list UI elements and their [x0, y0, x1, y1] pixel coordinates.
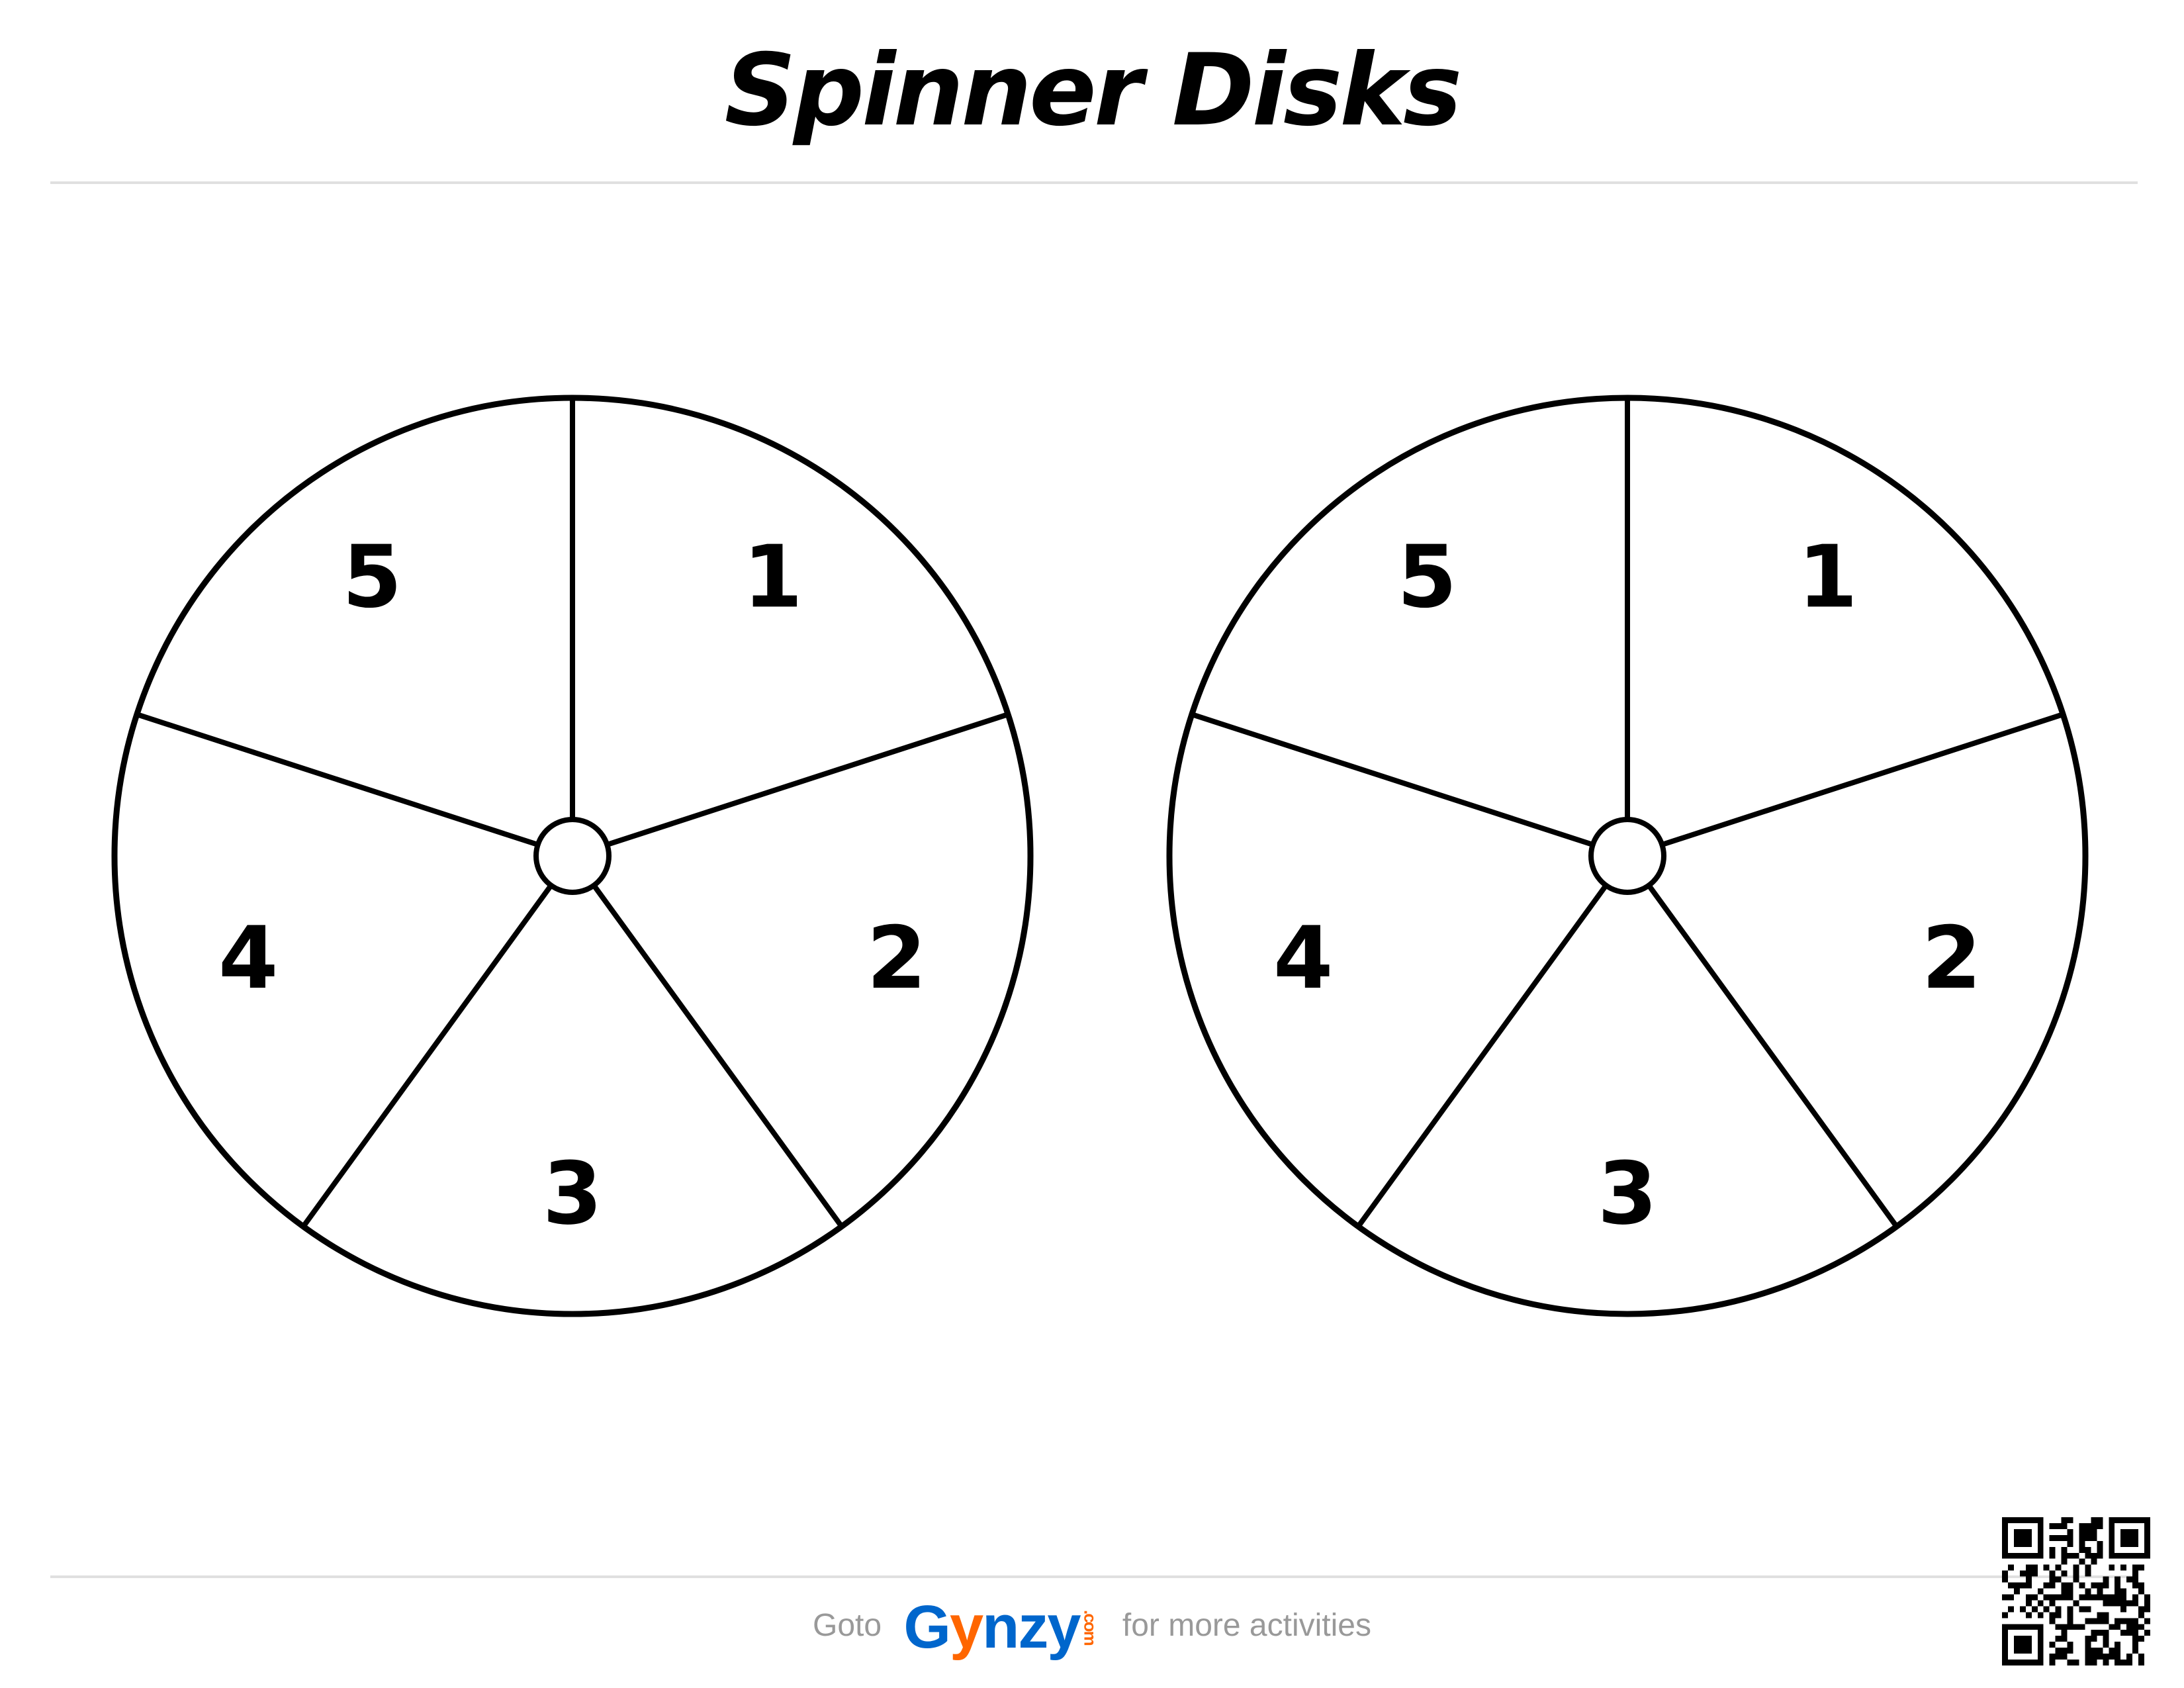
logo-com: .com: [1080, 1610, 1101, 1646]
segment-divider: [136, 712, 539, 847]
segment-divider: [1356, 884, 1608, 1229]
spinner-disk: 1 2 3 4 5: [111, 395, 1034, 1317]
segment-divider: [1647, 884, 1899, 1229]
segment-divider: [592, 884, 844, 1229]
logo-g: G: [903, 1593, 951, 1662]
footer: Goto Gynzy.com for more activities: [0, 1589, 2184, 1662]
segment-divider: [606, 712, 1009, 847]
segment-label: 4: [218, 908, 278, 1008]
segment-label: 1: [743, 526, 802, 627]
segment-label: 3: [1598, 1143, 1657, 1244]
segment-divider: [1191, 712, 1594, 847]
logo-rest: nzy: [982, 1593, 1081, 1662]
spinner-disk: 1 2 3 4 5: [1166, 395, 2089, 1317]
footer-suffix: for more activities: [1122, 1608, 1371, 1644]
segment-divider: [301, 884, 553, 1229]
qr-code: [2002, 1517, 2150, 1665]
segment-label: 1: [1797, 526, 1857, 627]
spinner-hub[interactable]: [533, 817, 612, 895]
header-divider: [50, 181, 2138, 184]
segment-label: 4: [1273, 908, 1333, 1008]
footer-divider: [50, 1575, 2138, 1578]
segment-label: 5: [342, 526, 402, 627]
gynzy-logo[interactable]: Gynzy.com: [903, 1589, 1101, 1661]
segment-label: 3: [543, 1143, 602, 1244]
segment-divider: [1661, 712, 2064, 847]
segment-label: 2: [867, 908, 927, 1008]
logo-y: y: [949, 1593, 983, 1662]
spinner-hub[interactable]: [1588, 817, 1666, 895]
segment-label: 5: [1397, 526, 1457, 627]
page-title: Spinner Disks: [724, 33, 1463, 148]
footer-prefix: Goto: [813, 1608, 882, 1644]
segment-label: 2: [1922, 908, 1981, 1008]
